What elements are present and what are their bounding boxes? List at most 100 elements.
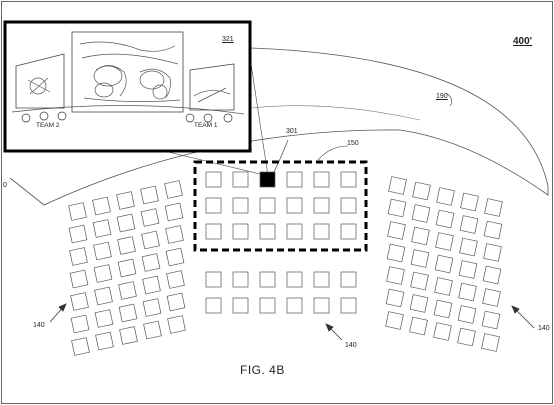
seat bbox=[409, 294, 429, 313]
seat bbox=[118, 281, 137, 300]
seat bbox=[119, 326, 138, 345]
left-edge-reference-label: 0 bbox=[3, 182, 7, 189]
seat bbox=[286, 297, 303, 314]
seat bbox=[259, 271, 276, 288]
seat bbox=[116, 213, 136, 233]
seat bbox=[409, 316, 428, 336]
seat bbox=[259, 297, 276, 314]
seat bbox=[483, 220, 503, 240]
seat bbox=[457, 327, 476, 347]
seat bbox=[286, 197, 303, 214]
seat bbox=[164, 202, 184, 222]
seat bbox=[166, 292, 186, 312]
seat bbox=[387, 198, 407, 218]
inset-reference-label: 321 bbox=[222, 36, 234, 43]
seat bbox=[313, 271, 330, 288]
inset-racing-scene bbox=[79, 41, 181, 102]
seat bbox=[95, 331, 114, 351]
seat bbox=[165, 225, 184, 244]
seat bbox=[205, 171, 222, 188]
seat bbox=[411, 226, 430, 246]
seat bbox=[167, 315, 186, 334]
seat bbox=[92, 196, 111, 216]
seat bbox=[457, 305, 477, 324]
seat bbox=[435, 232, 454, 251]
seat bbox=[94, 286, 113, 306]
seat bbox=[68, 224, 88, 244]
seat bbox=[117, 236, 136, 255]
seat bbox=[286, 271, 303, 288]
leader-line-190 bbox=[445, 92, 453, 107]
leader-line-150 bbox=[317, 145, 349, 161]
seat bbox=[385, 311, 404, 330]
seat bbox=[484, 198, 503, 217]
seat bbox=[166, 270, 185, 289]
seat bbox=[313, 223, 330, 240]
seat bbox=[69, 247, 88, 266]
inset-left-panel bbox=[15, 53, 65, 109]
inset-right-panel bbox=[189, 63, 235, 111]
seat bbox=[117, 258, 137, 278]
section-reference-label-right: 140 bbox=[538, 325, 550, 332]
seat bbox=[411, 204, 431, 223]
inset-center-panel bbox=[71, 31, 184, 113]
seat bbox=[143, 320, 162, 340]
dome-reference-label: 190 bbox=[436, 93, 448, 100]
seat bbox=[412, 181, 431, 201]
seat bbox=[458, 282, 477, 302]
seat bbox=[387, 221, 406, 240]
team-1-icons bbox=[185, 113, 233, 123]
seat-section-center-lower bbox=[205, 271, 357, 314]
inset-right-panel-figure bbox=[193, 87, 231, 103]
seat bbox=[141, 230, 160, 250]
figure-number: 400' bbox=[513, 36, 533, 47]
seat bbox=[141, 253, 161, 272]
seat bbox=[340, 271, 357, 288]
projection-line-2 bbox=[159, 149, 269, 177]
seat-section-left bbox=[68, 180, 186, 356]
seat bbox=[433, 322, 452, 341]
section-arrow-left bbox=[49, 303, 67, 323]
inset-left-panel-figure bbox=[27, 77, 51, 95]
section-arrow-center bbox=[325, 323, 343, 341]
seat bbox=[386, 266, 405, 285]
inset-frame bbox=[3, 20, 252, 153]
leader-line-301 bbox=[271, 139, 289, 177]
seat bbox=[70, 314, 90, 334]
seat bbox=[205, 297, 222, 314]
seat bbox=[459, 215, 479, 234]
seat bbox=[340, 197, 357, 214]
seat bbox=[482, 288, 501, 307]
seat bbox=[259, 197, 276, 214]
selection-reference-label: 150 bbox=[347, 140, 359, 147]
seat bbox=[140, 185, 159, 205]
seat bbox=[116, 191, 135, 210]
seat bbox=[68, 202, 87, 221]
seat bbox=[481, 333, 500, 352]
seat bbox=[388, 176, 407, 195]
seat bbox=[232, 223, 249, 240]
seat bbox=[313, 297, 330, 314]
team-1-label: TEAM 1 bbox=[194, 122, 218, 129]
seat-section-center-selected bbox=[205, 171, 357, 240]
display-dome-outline bbox=[9, 47, 549, 206]
section-arrow-right bbox=[511, 305, 535, 329]
seat bbox=[69, 269, 89, 289]
seat bbox=[340, 297, 357, 314]
seat bbox=[340, 171, 357, 188]
seat bbox=[142, 298, 162, 317]
seat bbox=[205, 197, 222, 214]
dome-inner-curve bbox=[225, 105, 421, 151]
seat bbox=[385, 288, 405, 308]
seat bbox=[140, 208, 160, 227]
seat bbox=[164, 180, 183, 199]
seat bbox=[93, 241, 112, 261]
seat bbox=[481, 310, 501, 330]
inset-screen-view bbox=[3, 20, 252, 153]
seat bbox=[71, 337, 90, 356]
seat bbox=[165, 247, 185, 267]
seat bbox=[94, 309, 114, 328]
section-reference-label-left: 140 bbox=[33, 322, 45, 329]
